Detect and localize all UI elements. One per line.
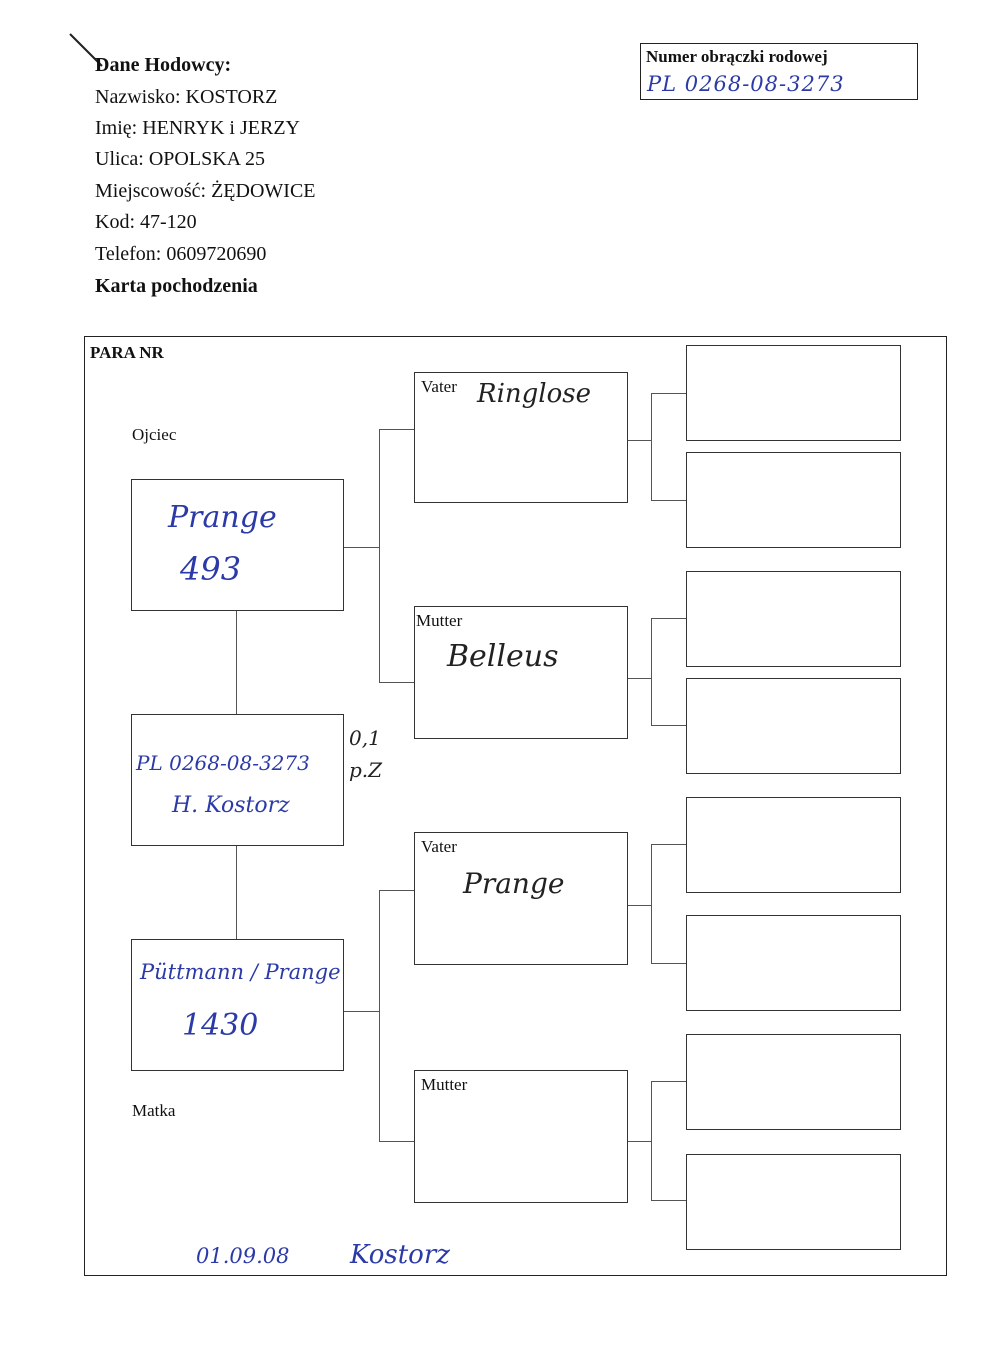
mother-box: Püttmann / Prange 1430 <box>131 939 344 1071</box>
grandparent-label: Vater <box>421 377 457 396</box>
bracket-father-top <box>379 429 415 430</box>
bird-note-gender: 0,1 <box>349 726 381 750</box>
grandparent-label: Mutter <box>416 611 463 630</box>
bird-note-color: p.Z <box>349 758 383 782</box>
bracket-gp3-bottom <box>651 963 687 964</box>
breeder-phone: Telefon: 0609720690 <box>95 243 267 265</box>
bird-box: PL 0268-08-3273 H. Kostorz <box>131 714 344 846</box>
great-grandparent-box-8 <box>686 1154 901 1250</box>
great-grandparent-box-6 <box>686 915 901 1011</box>
bracket-gp4-vertical <box>651 1081 652 1200</box>
footer-date: 01.09.08 <box>196 1244 290 1268</box>
bracket-gp1-stub <box>628 440 651 441</box>
footer-signature: Kostorz <box>350 1240 450 1270</box>
breeder-city: Miejscowość: ŻĘDOWICE <box>95 180 316 202</box>
bracket-gp2-top <box>651 618 687 619</box>
breeder-surname: Nazwisko: KOSTORZ <box>95 86 278 108</box>
great-grandparent-box-2 <box>686 452 901 548</box>
bracket-gp4-stub <box>628 1141 651 1142</box>
breeder-street: Ulica: OPOLSKA 25 <box>95 148 265 170</box>
great-grandparent-box-7 <box>686 1034 901 1130</box>
great-grandparent-box-5 <box>686 797 901 893</box>
bracket-father-stub <box>344 547 379 548</box>
bracket-gp1-bottom <box>651 500 687 501</box>
bracket-gp4-top <box>651 1081 687 1082</box>
bracket-gp2-vertical <box>651 618 652 725</box>
ring-number-box: Numer obrączki rodowej PL 0268-08-3273 <box>640 43 918 100</box>
grandparent-box-mother-dam: Mutter <box>414 1070 628 1203</box>
ring-number-value: PL 0268-08-3273 <box>647 72 845 96</box>
grandparent-box-father-sire: Vater Ringlose <box>414 372 628 503</box>
pair-label: PARA NR <box>90 343 164 362</box>
bird-ring: PL 0268-08-3273 <box>136 751 310 775</box>
grandparent-label: Mutter <box>421 1075 468 1094</box>
ring-number-label: Numer obrączki rodowej <box>646 47 828 66</box>
bracket-gp1-top <box>651 393 687 394</box>
bracket-mother-vertical <box>379 890 380 1141</box>
breeder-first-name: Imię: HENRYK i JERZY <box>95 117 300 139</box>
bracket-gp4-bottom <box>651 1200 687 1201</box>
great-grandparent-box-4 <box>686 678 901 774</box>
bracket-gp1-vertical <box>651 393 652 500</box>
bracket-mother-bottom <box>379 1141 415 1142</box>
great-grandparent-box-3 <box>686 571 901 667</box>
bracket-gp3-vertical <box>651 844 652 963</box>
mother-label: Matka <box>132 1101 176 1120</box>
breeder-heading: Dane Hodowcy: <box>95 54 232 76</box>
grandparent-name: Ringlose <box>477 379 591 409</box>
bracket-gp3-top <box>651 844 687 845</box>
father-number: 493 <box>180 550 242 588</box>
grandparent-box-father-dam: Mutter Belleus <box>414 606 628 739</box>
grandparent-name: Prange <box>463 867 565 900</box>
bracket-gp3-stub <box>628 905 651 906</box>
bracket-gp2-stub <box>628 678 651 679</box>
grandparent-box-mother-sire: Vater Prange <box>414 832 628 965</box>
father-label: Ojciec <box>132 425 177 444</box>
bracket-father-vertical <box>379 429 380 682</box>
breeder-postal-code: Kod: 47-120 <box>95 211 197 233</box>
mother-number: 1430 <box>182 1008 259 1043</box>
pen-mark <box>69 33 103 67</box>
connector-father-bird <box>236 611 237 714</box>
grandparent-label: Vater <box>421 837 457 856</box>
father-name: Prange <box>168 500 277 535</box>
connector-bird-mother <box>236 846 237 939</box>
grandparent-name: Belleus <box>447 639 559 674</box>
great-grandparent-box-1 <box>686 345 901 441</box>
bracket-mother-stub <box>344 1011 379 1012</box>
bracket-father-bottom <box>379 682 415 683</box>
bracket-mother-top <box>379 890 415 891</box>
father-box: Prange 493 <box>131 479 344 611</box>
card-title: Karta pochodzenia <box>95 275 258 297</box>
bird-owner: H. Kostorz <box>172 793 290 818</box>
mother-name: Püttmann / Prange <box>140 960 341 984</box>
bracket-gp2-bottom <box>651 725 687 726</box>
